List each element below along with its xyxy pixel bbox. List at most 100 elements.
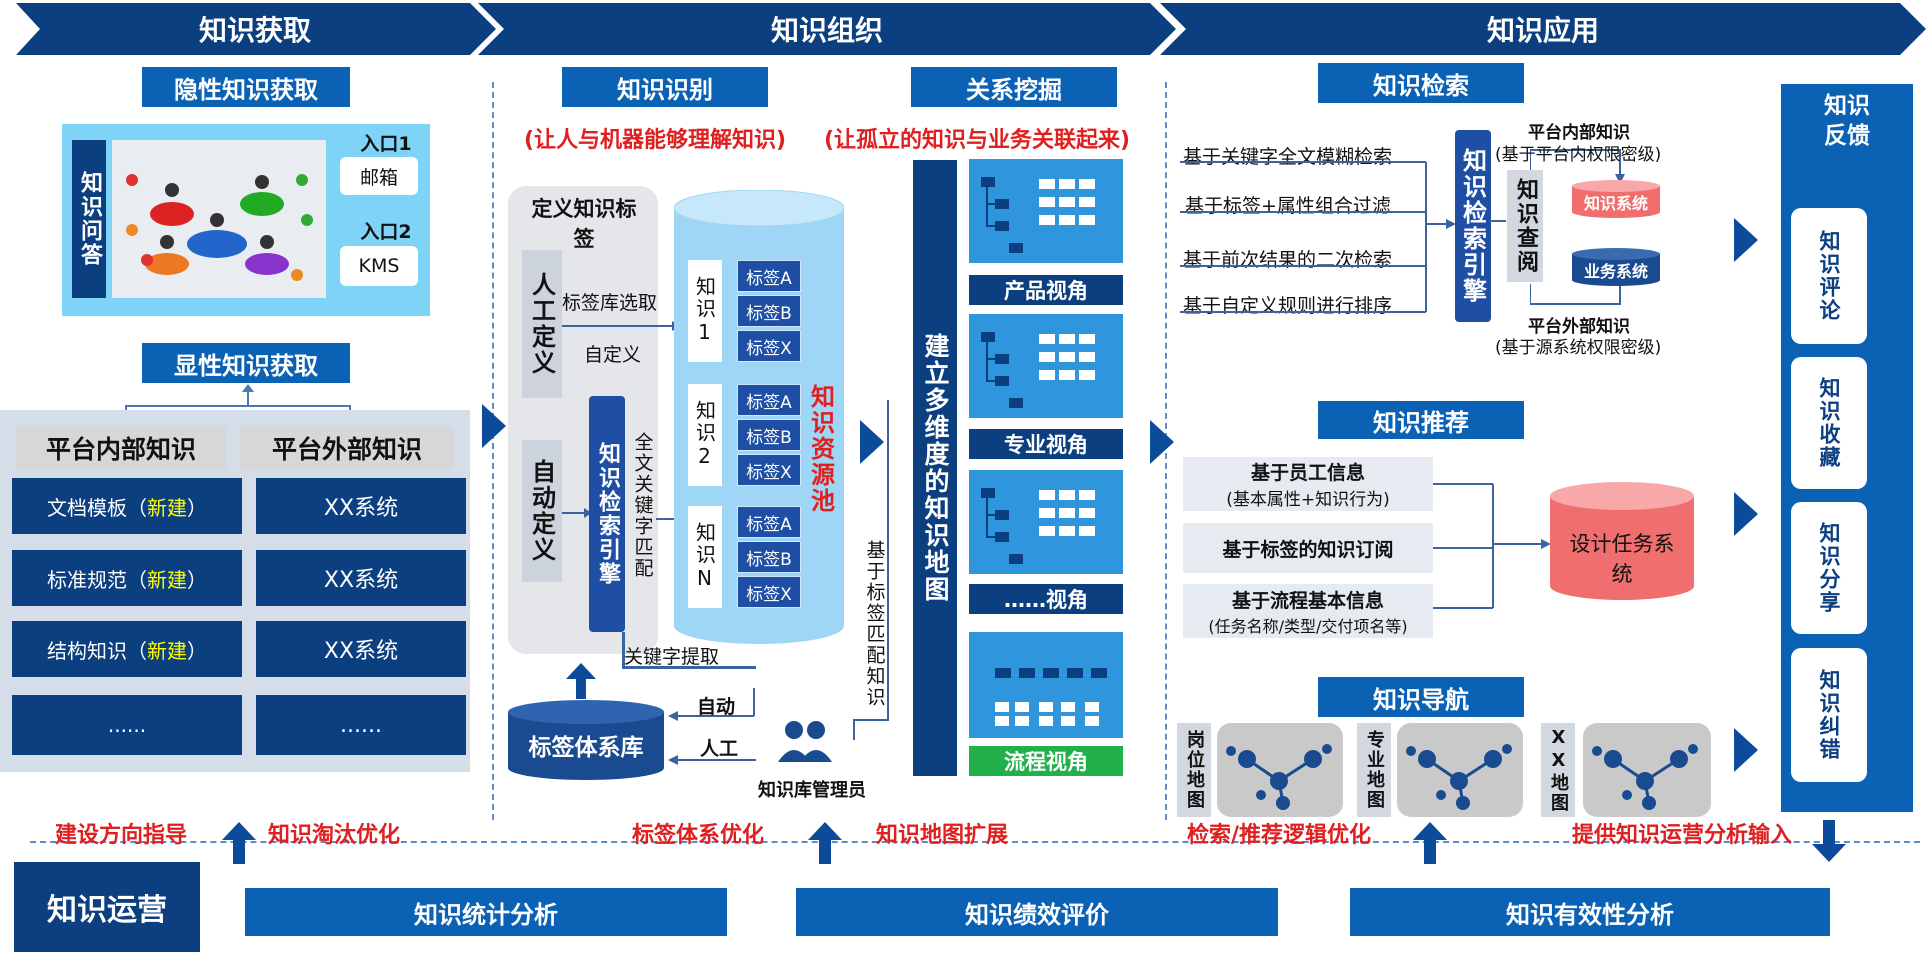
auto-label: 自动 [697, 696, 736, 718]
external-item: ...... [256, 695, 466, 755]
stage-acquire-title: 知识获取 [198, 14, 311, 47]
stage-organize-title: 知识组织 [770, 14, 883, 47]
auto-define: 自动定义 [522, 440, 562, 582]
recommend-item: 基于标签的知识订阅 [1183, 523, 1433, 573]
feedback-title: 知识反馈 [1824, 93, 1870, 149]
navigation-title: 知识导航 [1318, 677, 1524, 717]
connector-line [622, 632, 625, 668]
internal-item: 标准规范（新建） [12, 550, 242, 606]
internal-item: 结构知识（新建） [12, 621, 242, 677]
admin-label: 知识库管理员 [758, 780, 866, 801]
stage-header-bg [16, 3, 1926, 55]
knowledge-system-label: 知识系统 [1583, 194, 1648, 213]
match-by-tag-label: 基于标签匹配知识 [863, 540, 886, 708]
nav-map-label: XX地图 [1541, 723, 1575, 817]
apply-search-engine: 知识检索引擎 [1455, 130, 1491, 322]
product-view-label: 产品视角 [969, 275, 1123, 305]
ops-effectiveness-analysis: 知识有效性分析 [1350, 888, 1830, 936]
external-knowledge-note: (基于源系统权限密级) [1495, 338, 1662, 358]
process-view-panel [969, 632, 1123, 738]
ops-note: 知识淘汰优化 [268, 823, 401, 848]
entry2-label: 入口2 [360, 220, 412, 243]
nav-map-label: 专业地图 [1357, 723, 1391, 817]
internal-knowledge-note: (基于平台内权限密级) [1495, 145, 1662, 165]
network-icon [1583, 723, 1711, 817]
feedback-correct[interactable]: 知识纠错 [1791, 648, 1867, 782]
identify-title: 知识识别 [562, 67, 768, 107]
identify-note: (让人与机器能够理解知识) [524, 128, 787, 153]
knowledge-pool-label: 知识资源池 [806, 384, 835, 514]
internal-item: 文档模板（新建） [12, 478, 242, 534]
feedback-favorite[interactable]: 知识收藏 [1791, 357, 1867, 489]
ops-note: 知识地图扩展 [876, 823, 1009, 848]
tag-chip: 标签A [737, 260, 801, 292]
business-system-cylinder [1572, 248, 1660, 286]
process-view-label: 流程视角 [969, 746, 1123, 776]
tag-chip: 标签B [737, 541, 801, 573]
qa-label: 知识问答 [72, 140, 106, 298]
admin-link-line [853, 400, 889, 740]
knowledge-map-builder: 建立多维度的知识地图 [913, 160, 957, 776]
identify-search-engine: 知识检索引擎 [589, 396, 625, 632]
tag-library-cylinder [508, 700, 664, 780]
fulltext-match-label: 全文关键字匹配 [631, 431, 654, 579]
connector-line [622, 666, 756, 669]
up-arrow-icon [808, 822, 842, 864]
tag-chip: 标签X [737, 330, 801, 362]
separator [492, 82, 494, 820]
manual-define: 人工定义 [522, 250, 562, 398]
internal-knowledge-label: 平台内部知识 [1528, 123, 1630, 143]
search-connector-lines [1180, 161, 1456, 313]
specialty-view-label: 专业视角 [969, 429, 1123, 459]
ops-note: 标签体系优化 [632, 823, 765, 848]
feedback-share[interactable]: 知识分享 [1791, 502, 1867, 634]
tag-library-label: 标签体系库 [528, 735, 644, 761]
knowledge-query: 知识查阅 [1507, 170, 1543, 282]
flow-arrow-icon [1734, 728, 1758, 772]
ops-performance-eval: 知识绩效评价 [796, 888, 1278, 936]
admin-people-icon [778, 721, 832, 762]
recommend-connector-lines [1433, 483, 1551, 609]
external-knowledge-label: 平台外部知识 [1528, 317, 1630, 337]
recommend-item: 基于流程基本信息(任务名称/类型/交付项名等) [1183, 584, 1433, 638]
design-task-label: 设计任务系统 [1569, 532, 1675, 586]
flow-arrow-icon [860, 420, 884, 464]
recommend-title: 知识推荐 [1318, 401, 1524, 439]
external-item: XX系统 [256, 478, 466, 534]
up-arrow-icon [1413, 822, 1447, 864]
external-knowledge-header: 平台外部知识 [240, 427, 454, 469]
stage-apply-title: 知识应用 [1486, 14, 1599, 47]
product-view-panel [969, 159, 1123, 263]
people-network-image [112, 140, 326, 298]
flow-arrow-icon [1150, 420, 1174, 464]
ops-note: 检索/推荐逻辑优化 [1187, 823, 1372, 848]
flow-arrow-icon [1734, 492, 1758, 536]
other-view-panel [969, 470, 1123, 574]
ops-divider [30, 841, 1920, 843]
custom-label: 自定义 [584, 344, 642, 366]
design-task-cylinder [1550, 482, 1694, 600]
tag-lib-select-label: 标签库选取 [562, 292, 658, 314]
internal-knowledge-header: 平台内部知识 [16, 427, 226, 469]
tag-chip: 标签X [737, 576, 801, 608]
flow-arrow-icon [1734, 218, 1758, 262]
nav-map-label: 岗位地图 [1177, 723, 1211, 817]
entry1-label: 入口1 [360, 132, 412, 155]
knowledge-item: 知识1 [688, 260, 722, 362]
feedback-comment[interactable]: 知识评论 [1791, 208, 1867, 344]
mining-note: (让孤立的知识与业务关联起来) [824, 128, 1131, 153]
external-item: XX系统 [256, 550, 466, 606]
mining-title: 关系挖掘 [911, 67, 1117, 107]
tacit-acquire-title: 隐性知识获取 [142, 67, 350, 107]
manual-label: 人工 [700, 738, 739, 760]
search-title: 知识检索 [1318, 63, 1524, 103]
knowledge-item: 知识N [688, 506, 722, 608]
admin-flow-arrows [668, 688, 756, 765]
business-system-label: 业务系统 [1583, 262, 1648, 281]
knowledge-item: 知识2 [688, 384, 722, 486]
external-item: XX系统 [256, 621, 466, 677]
explicit-acquire-title: 显性知识获取 [142, 343, 350, 383]
recommend-item: 基于员工信息(基本属性+知识行为) [1183, 457, 1433, 511]
ops-title: 知识运营 [14, 862, 200, 952]
keyword-extract-label: 关键字提取 [624, 646, 720, 668]
